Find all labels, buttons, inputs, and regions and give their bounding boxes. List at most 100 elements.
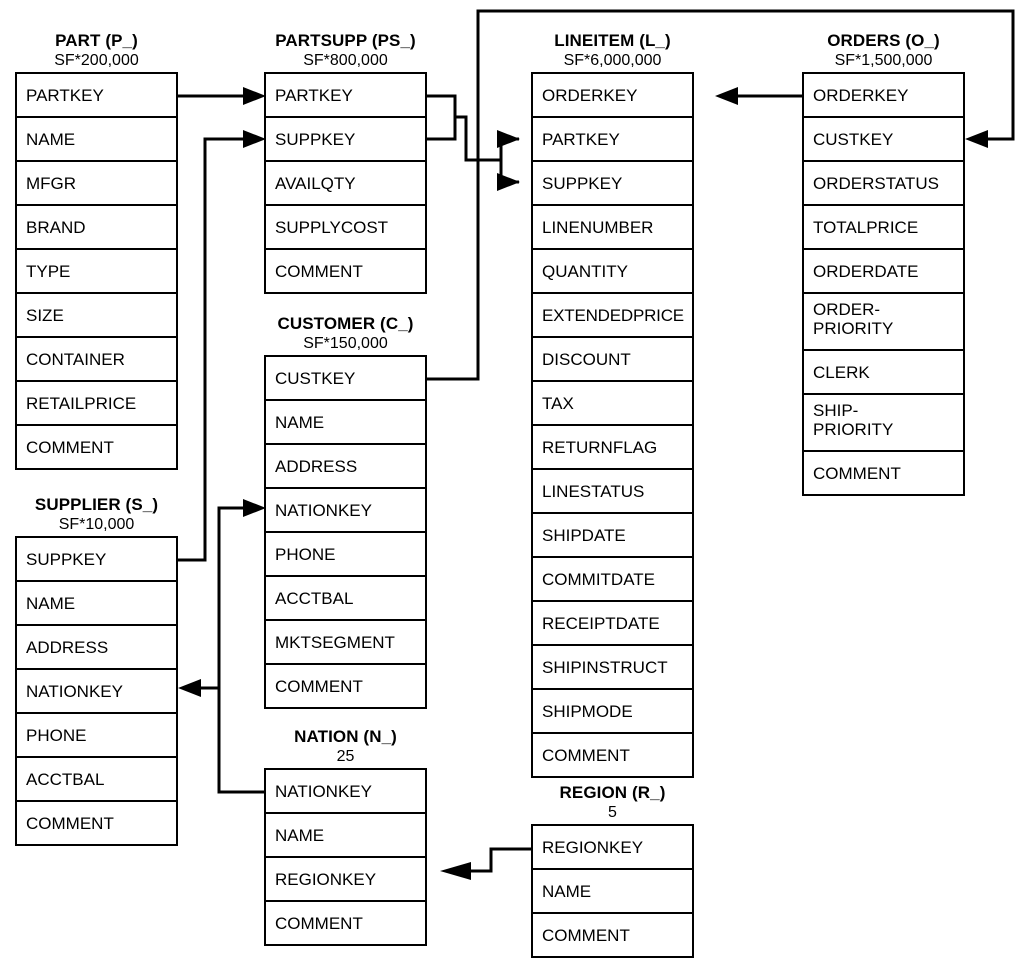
table-part-cardinality: SF*200,000 (54, 52, 139, 69)
field-lineitem-quantity[interactable]: QUANTITY (533, 250, 692, 294)
table-part: PART (P_) SF*200,000 PARTKEY NAME MFGR B… (15, 30, 178, 470)
field-part-brand[interactable]: BRAND (17, 206, 176, 250)
field-orders-order-priority[interactable]: ORDER- PRIORITY (804, 294, 963, 351)
field-part-container[interactable]: CONTAINER (17, 338, 176, 382)
field-lineitem-returnflag[interactable]: RETURNFLAG (533, 426, 692, 470)
table-supplier-title: SUPPLIER (S_) (34, 495, 159, 514)
field-supplier-suppkey[interactable]: SUPPKEY (17, 538, 176, 582)
table-partsupp-cardinality: SF*800,000 (303, 52, 388, 69)
field-nation-regionkey[interactable]: REGIONKEY (266, 858, 425, 902)
field-part-partkey[interactable]: PARTKEY (17, 74, 176, 118)
table-customer-cardinality: SF*150,000 (303, 335, 388, 352)
table-region-title: REGION (R_) (559, 783, 666, 802)
table-partsupp-title: PARTSUPP (PS_) (275, 31, 416, 50)
field-customer-acctbal[interactable]: ACCTBAL (266, 577, 425, 621)
field-lineitem-shipmode[interactable]: SHIPMODE (533, 690, 692, 734)
field-supplier-phone[interactable]: PHONE (17, 714, 176, 758)
field-supplier-address[interactable]: ADDRESS (17, 626, 176, 670)
field-lineitem-orderkey[interactable]: ORDERKEY (533, 74, 692, 118)
table-partsupp: PARTSUPP (PS_) SF*800,000 PARTKEY SUPPKE… (264, 30, 427, 294)
field-partsupp-availqty[interactable]: AVAILQTY (266, 162, 425, 206)
field-region-comment[interactable]: COMMENT (533, 914, 692, 958)
table-nation-cardinality: 25 (336, 748, 355, 765)
field-nation-name[interactable]: NAME (266, 814, 425, 858)
field-partsupp-suppkey[interactable]: SUPPKEY (266, 118, 425, 162)
field-orders-orderdate[interactable]: ORDERDATE (804, 250, 963, 294)
field-orders-orderstatus[interactable]: ORDERSTATUS (804, 162, 963, 206)
field-lineitem-extendedprice[interactable]: EXTENDEDPRICE (533, 294, 692, 338)
field-lineitem-linestatus[interactable]: LINESTATUS (533, 470, 692, 514)
field-supplier-acctbal[interactable]: ACCTBAL (17, 758, 176, 802)
field-lineitem-discount[interactable]: DISCOUNT (533, 338, 692, 382)
table-supplier-fields: SUPPKEY NAME ADDRESS NATIONKEY PHONE ACC… (15, 536, 178, 846)
field-lineitem-receiptdate[interactable]: RECEIPTDATE (533, 602, 692, 646)
field-orders-order-priority-line2: PRIORITY (813, 319, 894, 338)
field-orders-comment[interactable]: COMMENT (804, 452, 963, 496)
field-lineitem-partkey[interactable]: PARTKEY (533, 118, 692, 162)
field-customer-name[interactable]: NAME (266, 401, 425, 445)
table-lineitem-title: LINEITEM (L_) (554, 31, 671, 50)
field-part-comment[interactable]: COMMENT (17, 426, 176, 470)
field-customer-mktsegment[interactable]: MKTSEGMENT (266, 621, 425, 665)
field-partsupp-partkey[interactable]: PARTKEY (266, 74, 425, 118)
field-orders-custkey[interactable]: CUSTKEY (804, 118, 963, 162)
field-customer-custkey[interactable]: CUSTKEY (266, 357, 425, 401)
table-part-fields: PARTKEY NAME MFGR BRAND TYPE SIZE CONTAI… (15, 72, 178, 470)
table-region-cardinality: 5 (608, 804, 617, 821)
field-lineitem-tax[interactable]: TAX (533, 382, 692, 426)
table-orders: ORDERS (O_) SF*1,500,000 ORDERKEY CUSTKE… (802, 30, 965, 496)
table-lineitem-cardinality: SF*6,000,000 (563, 52, 662, 69)
field-customer-comment[interactable]: COMMENT (266, 665, 425, 709)
field-lineitem-suppkey[interactable]: SUPPKEY (533, 162, 692, 206)
table-region-fields: REGIONKEY NAME COMMENT (531, 824, 694, 958)
field-part-name[interactable]: NAME (17, 118, 176, 162)
field-lineitem-linenumber[interactable]: LINENUMBER (533, 206, 692, 250)
field-partsupp-supplycost[interactable]: SUPPLYCOST (266, 206, 425, 250)
field-lineitem-shipinstruct[interactable]: SHIPINSTRUCT (533, 646, 692, 690)
table-lineitem: LINEITEM (L_) SF*6,000,000 ORDERKEY PART… (531, 30, 694, 778)
link-nation-nationkey-branch (178, 499, 266, 794)
field-supplier-name[interactable]: NAME (17, 582, 176, 626)
field-part-type[interactable]: TYPE (17, 250, 176, 294)
link-supplier-suppkey-to-partsupp-suppkey (178, 130, 266, 562)
field-customer-phone[interactable]: PHONE (266, 533, 425, 577)
link-part-partkey-to-partsupp-partkey (178, 87, 266, 105)
table-region: REGION (R_) 5 REGIONKEY NAME COMMENT (531, 782, 694, 958)
field-supplier-nationkey[interactable]: NATIONKEY (17, 670, 176, 714)
field-partsupp-comment[interactable]: COMMENT (266, 250, 425, 294)
link-partsupp-to-lineitem (427, 94, 520, 191)
field-supplier-comment[interactable]: COMMENT (17, 802, 176, 846)
field-orders-clerk[interactable]: CLERK (804, 351, 963, 395)
table-partsupp-fields: PARTKEY SUPPKEY AVAILQTY SUPPLYCOST COMM… (264, 72, 427, 294)
field-lineitem-commitdate[interactable]: COMMITDATE (533, 558, 692, 602)
field-lineitem-shipdate[interactable]: SHIPDATE (533, 514, 692, 558)
field-orders-totalprice[interactable]: TOTALPRICE (804, 206, 963, 250)
field-orders-orderkey[interactable]: ORDERKEY (804, 74, 963, 118)
field-part-retailprice[interactable]: RETAILPRICE (17, 382, 176, 426)
field-orders-ship-priority-line2: PRIORITY (813, 420, 894, 439)
field-region-regionkey[interactable]: REGIONKEY (533, 826, 692, 870)
table-nation-fields: NATIONKEY NAME REGIONKEY COMMENT (264, 768, 427, 946)
field-region-name[interactable]: NAME (533, 870, 692, 914)
field-orders-ship-priority-line1: SHIP- (813, 401, 859, 420)
field-part-mfgr[interactable]: MFGR (17, 162, 176, 206)
table-customer-title: CUSTOMER (C_) (277, 314, 414, 333)
table-part-title: PART (P_) (55, 31, 138, 50)
field-customer-nationkey[interactable]: NATIONKEY (266, 489, 425, 533)
field-lineitem-comment[interactable]: COMMENT (533, 734, 692, 778)
table-orders-title: ORDERS (O_) (827, 31, 940, 50)
field-nation-nationkey[interactable]: NATIONKEY (266, 770, 425, 814)
table-supplier-cardinality: SF*10,000 (58, 516, 135, 533)
link-orders-orderkey-to-lineitem-orderkey (715, 87, 802, 105)
field-part-size[interactable]: SIZE (17, 294, 176, 338)
table-nation: NATION (N_) 25 NATIONKEY NAME REGIONKEY … (264, 726, 427, 946)
table-customer: CUSTOMER (C_) SF*150,000 CUSTKEY NAME AD… (264, 313, 427, 709)
field-nation-comment[interactable]: COMMENT (266, 902, 425, 946)
field-orders-ship-priority[interactable]: SHIP- PRIORITY (804, 395, 963, 452)
table-nation-title: NATION (N_) (294, 727, 397, 746)
table-customer-fields: CUSTKEY NAME ADDRESS NATIONKEY PHONE ACC… (264, 355, 427, 709)
field-customer-address[interactable]: ADDRESS (266, 445, 425, 489)
table-orders-fields: ORDERKEY CUSTKEY ORDERSTATUS TOTALPRICE … (802, 72, 965, 496)
table-supplier: SUPPLIER (S_) SF*10,000 SUPPKEY NAME ADD… (15, 494, 178, 846)
